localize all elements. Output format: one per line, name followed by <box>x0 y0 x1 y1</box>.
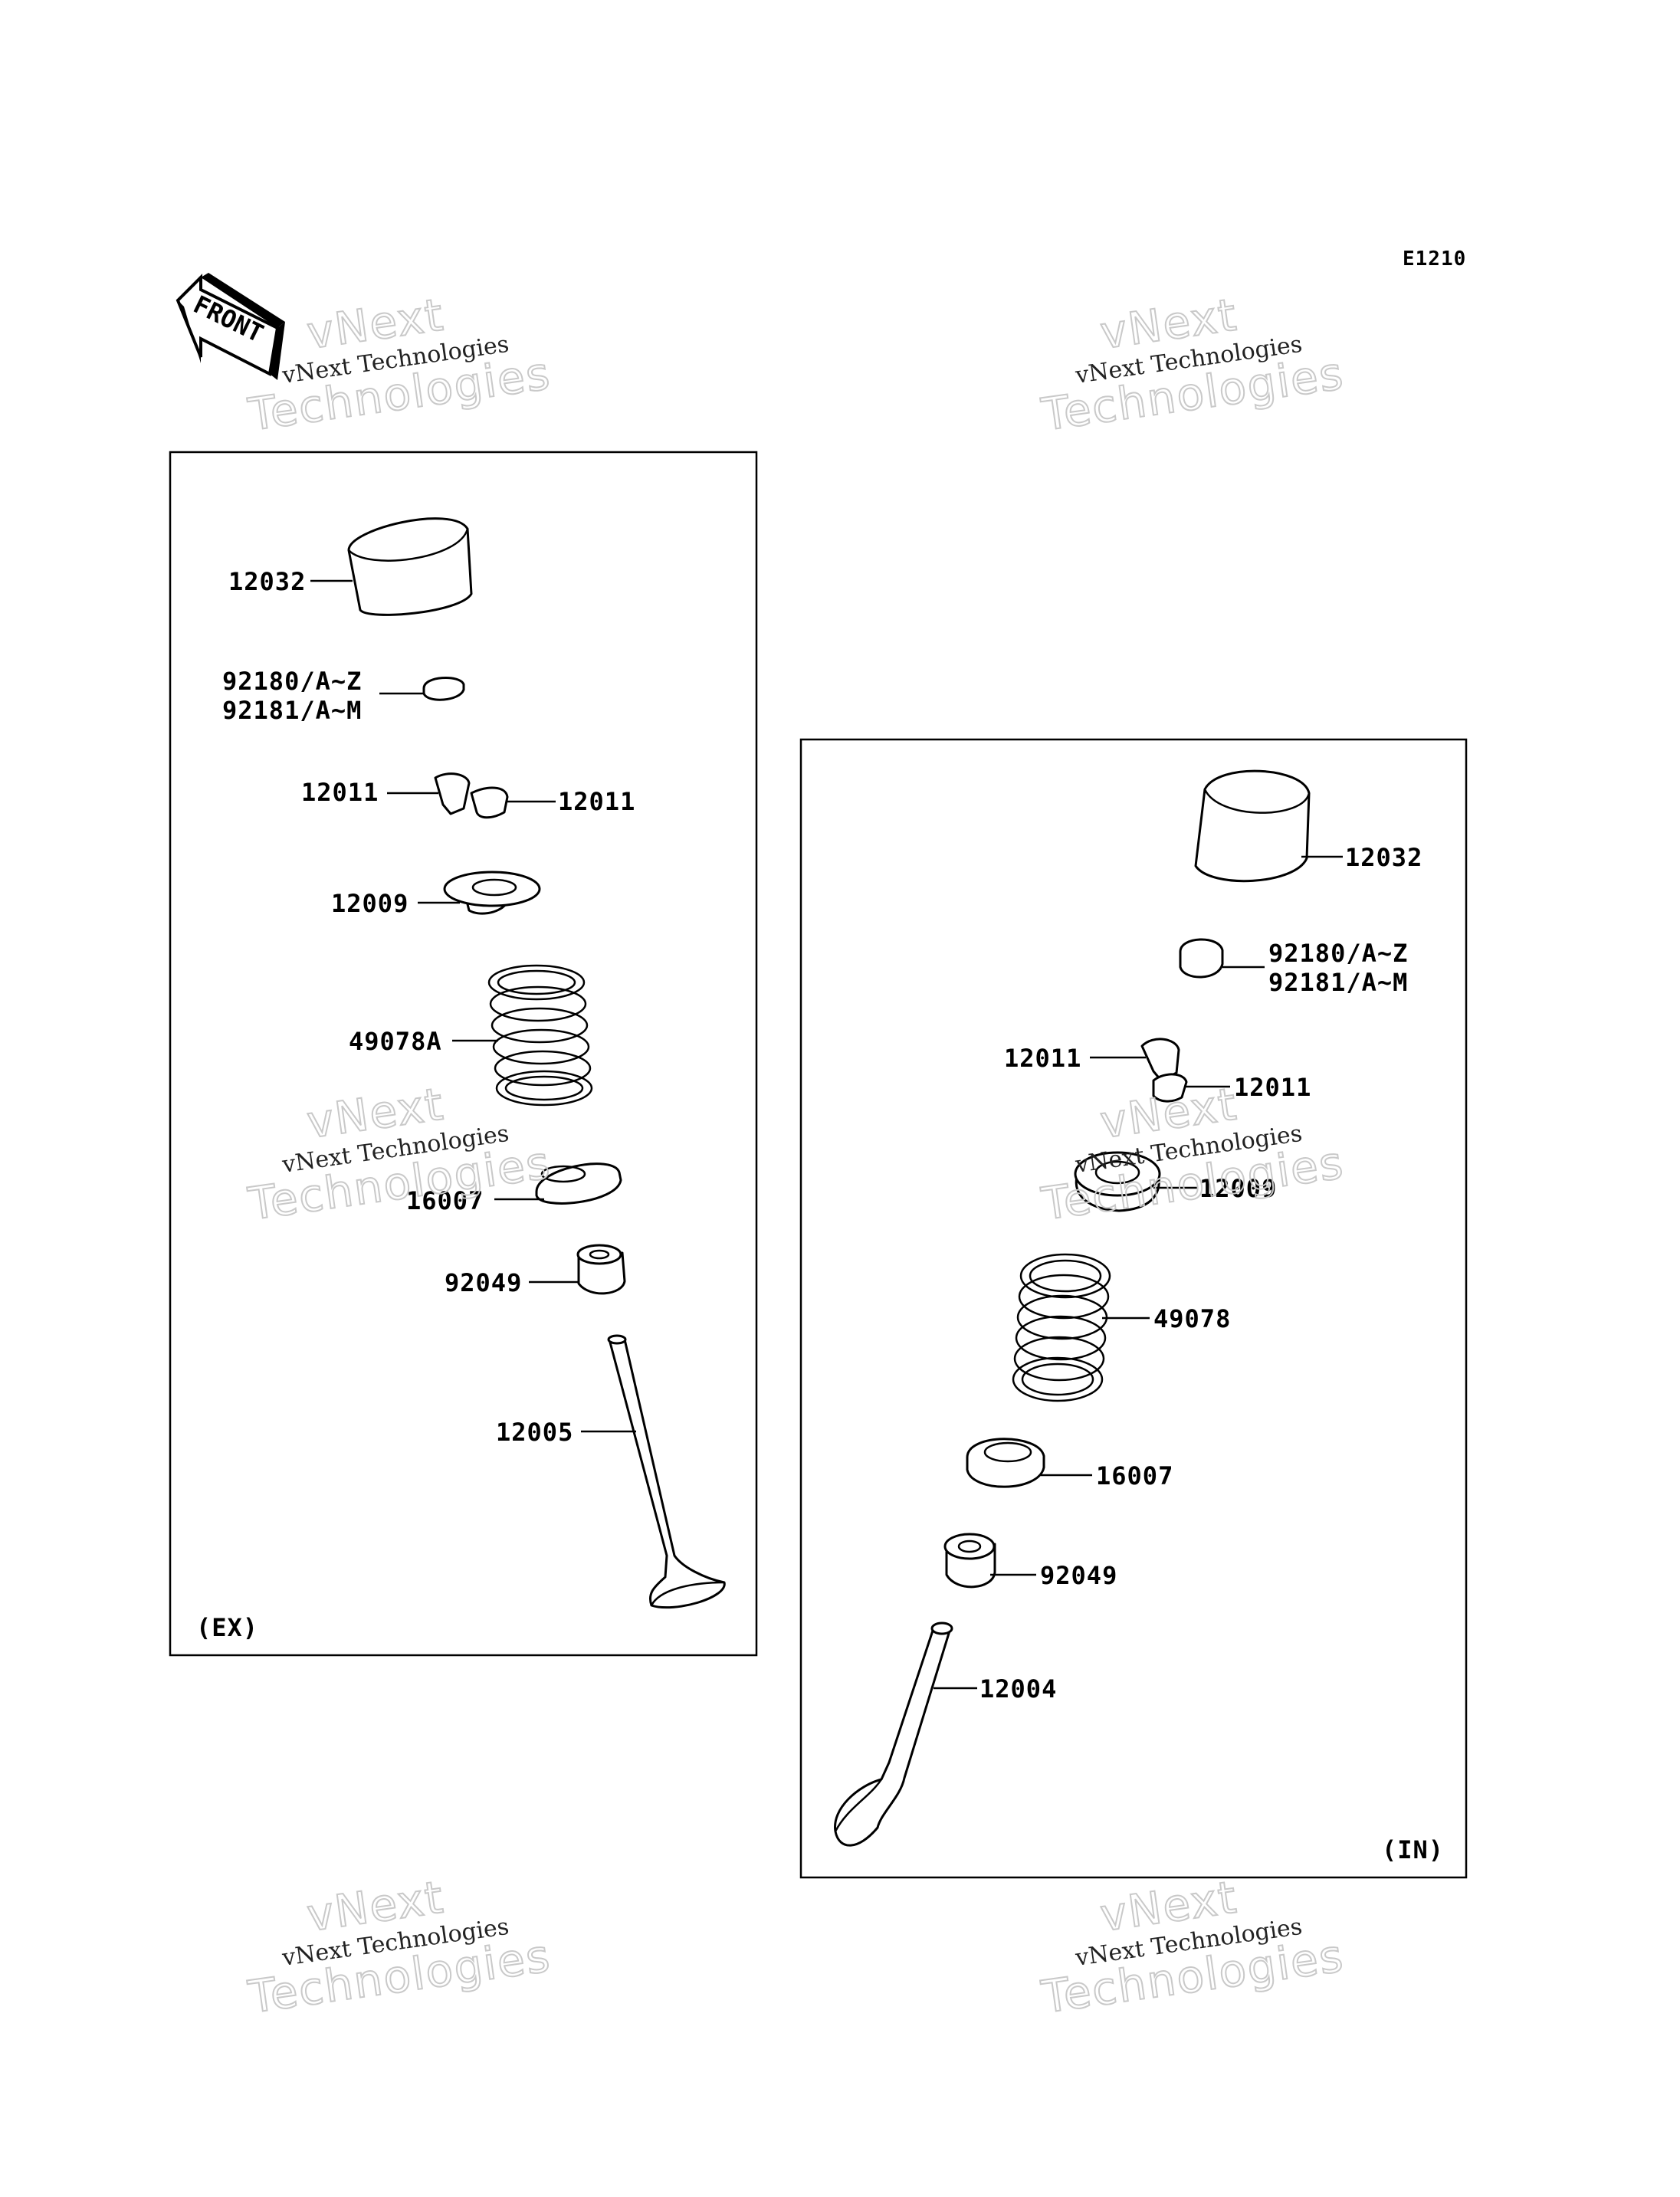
valve-part <box>607 1334 726 1609</box>
retainer-part <box>443 871 541 915</box>
shim-part <box>422 676 465 701</box>
ex-shim-label-a: 92180/A~Z <box>222 667 362 696</box>
in-retainer-label: 12009 <box>1199 1174 1277 1203</box>
diagram-ref-code: E1210 <box>1403 248 1466 271</box>
intake-panel-frame <box>799 738 1468 1879</box>
ex-keeper-left-label: 12011 <box>301 778 379 807</box>
exhaust-panel-tag: (EX) <box>196 1613 258 1642</box>
tappet-part <box>347 517 473 616</box>
valve-part <box>834 1622 953 1847</box>
ex-valve-label: 12005 <box>496 1418 573 1447</box>
retainer-part <box>1074 1151 1161 1212</box>
in-valve-label: 12004 <box>979 1674 1057 1703</box>
ex-tappet-label: 12032 <box>228 567 306 596</box>
watermark: vNext Technologies vNext Technologies <box>244 1870 555 2024</box>
stem-seal-part <box>943 1533 996 1589</box>
in-tappet-label: 12032 <box>1345 843 1422 872</box>
spring-seat-part <box>966 1438 1045 1488</box>
watermark: vNext Technologies vNext Technologies <box>244 1077 555 1231</box>
exhaust-panel: (EX) 12032 92180/A~Z 92181/A~M 12011 120… <box>169 451 758 1657</box>
ex-retainer-label: 12009 <box>331 889 409 918</box>
in-keeper-left-label: 12011 <box>1004 1044 1081 1073</box>
watermark: vNext Technologies vNext Technologies <box>244 287 555 441</box>
exhaust-panel-frame <box>169 451 758 1657</box>
watermark: vNext Technologies vNext Technologies <box>1038 1870 1348 2024</box>
in-keeper-right-label: 12011 <box>1234 1073 1311 1102</box>
keeper-part <box>1140 1038 1188 1103</box>
intake-panel: (IN) 12032 92180/A~Z 92181/A~M 12011 120… <box>799 738 1468 1879</box>
stem-seal-part <box>576 1244 626 1295</box>
front-arrow-icon: FRONT <box>176 273 285 380</box>
watermark: vNext Technologies vNext Technologies <box>1038 287 1348 441</box>
ex-spring-label: 49078A <box>349 1027 442 1056</box>
spring-part <box>487 964 593 1107</box>
in-shim-label-b: 92181/A~M <box>1268 968 1408 997</box>
spring-part <box>1012 1253 1111 1402</box>
keeper-part <box>434 772 509 819</box>
shim-part <box>1179 938 1224 979</box>
intake-panel-tag: (IN) <box>1382 1835 1444 1864</box>
ex-keeper-right-label: 12011 <box>558 787 635 816</box>
ex-spring-seat-label: 16007 <box>406 1186 484 1215</box>
in-spring-label: 49078 <box>1153 1304 1231 1333</box>
spring-seat-part <box>535 1162 622 1205</box>
in-spring-seat-label: 16007 <box>1096 1461 1173 1490</box>
in-stem-seal-label: 92049 <box>1040 1561 1117 1590</box>
ex-stem-seal-label: 92049 <box>445 1268 522 1297</box>
ex-shim-label-b: 92181/A~M <box>222 696 362 725</box>
tappet-part <box>1194 769 1311 883</box>
in-shim-label-a: 92180/A~Z <box>1268 939 1408 968</box>
